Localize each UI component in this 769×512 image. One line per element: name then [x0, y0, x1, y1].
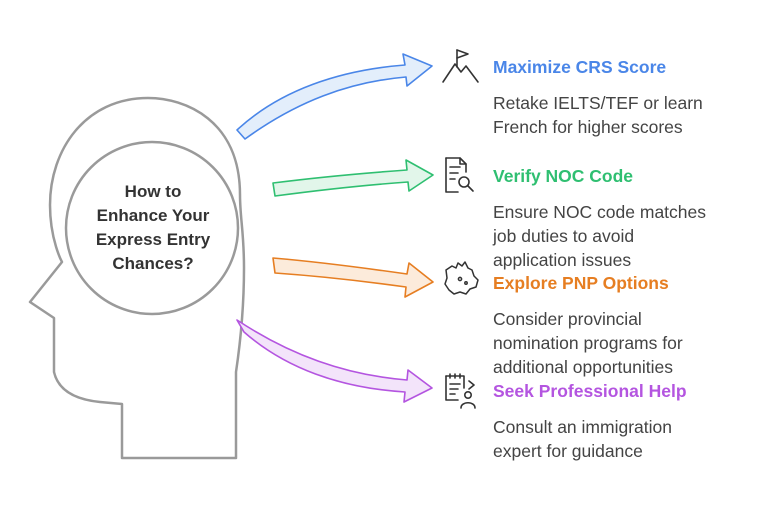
desc-line: job duties to avoid [493, 226, 635, 246]
desc-line: expert for guidance [493, 441, 643, 461]
arrow-seek-help [236, 319, 433, 403]
center-circle [64, 140, 240, 316]
desc-line: Retake IELTS/TEF or learn [493, 93, 703, 113]
center-line: Express Entry [95, 230, 211, 249]
center-question: How to Enhance Your Express Entry Chance… [78, 180, 228, 276]
mountain-flag-icon [442, 49, 479, 83]
item-title-seek-help: Seek Professional Help [493, 381, 687, 401]
item-title-verify-noc: Verify NOC Code [493, 166, 634, 186]
item-desc-verify-noc: Ensure NOC code matches job duties to av… [493, 200, 753, 272]
item-title-maximize-crs: Maximize CRS Score [493, 57, 667, 77]
arrow-explore-pnp [272, 257, 434, 298]
canada-map-icon [444, 261, 479, 295]
item-desc-seek-help: Consult an immigration expert for guidan… [493, 415, 753, 463]
center-line: Enhance Your [96, 206, 210, 225]
desc-line: application issues [493, 250, 632, 270]
item-desc-maximize-crs: Retake IELTS/TEF or learn French for hig… [493, 91, 753, 139]
center-line: Chances? [112, 254, 194, 273]
desc-line: Consult an immigration [493, 417, 672, 437]
arrow-verify-noc [272, 159, 434, 197]
item-desc-explore-pnp: Consider provincial nomination programs … [493, 307, 753, 379]
desc-line: Ensure NOC code matches [493, 202, 707, 222]
clipboard-person-icon [445, 373, 476, 409]
document-search-icon [445, 157, 474, 193]
desc-line: Consider provincial [493, 309, 642, 329]
desc-line: additional opportunities [493, 357, 673, 377]
center-line: How to [124, 182, 182, 201]
desc-line: French for higher scores [493, 117, 683, 137]
arrow-maximize-crs [236, 53, 433, 140]
item-title-explore-pnp: Explore PNP Options [493, 273, 669, 293]
desc-line: nomination programs for [493, 333, 683, 353]
